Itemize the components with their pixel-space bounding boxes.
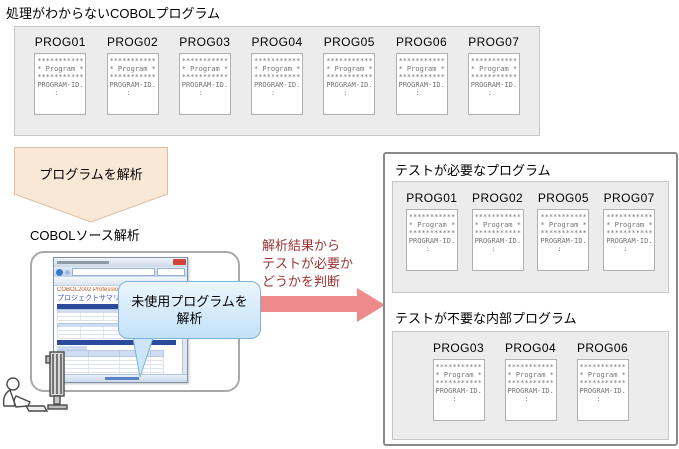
program-source-stub: ************ Program ************PROGRAM…	[537, 209, 590, 271]
judgement-arrow	[257, 286, 387, 329]
user-at-computer-icon	[0, 350, 70, 423]
program-source-stub: ************ Program ************PROGRAM…	[467, 53, 520, 115]
program-source-stub: ************ Program ************PROGRAM…	[603, 209, 656, 271]
program-card: PROG02 ************ Program ************P…	[106, 35, 160, 115]
program-card: PROG01 ************ Program ************P…	[33, 35, 87, 115]
tests-needed-title: テストが必要なプログラム	[395, 163, 551, 178]
program-source-stub: ************ Program ************PROGRAM…	[405, 209, 458, 271]
program-source-stub: ************ Program ************PROGRAM…	[323, 53, 376, 115]
program-source-stub: ************ Program ************PROGRAM…	[504, 359, 557, 421]
program-name: PROG03	[432, 341, 485, 355]
close-button[interactable]	[173, 259, 186, 265]
browser-status-bar	[54, 374, 187, 382]
program-name: PROG04	[251, 35, 303, 49]
mini-browser-window: COBOL2002 Professional Tool Kit プロジェクトサマ…	[53, 257, 188, 383]
program-source-stub: ************ Program ************PROGRAM…	[178, 53, 231, 115]
program-source-stub: ************ Program ************PROGRAM…	[471, 209, 524, 271]
program-source-stub: ************ Program ************PROGRAM…	[251, 53, 303, 115]
program-card: PROG02 ************ Program ************P…	[471, 191, 525, 271]
program-card: PROG04 ************ Program ************P…	[504, 341, 558, 421]
program-source-stub: ************ Program ************PROGRAM…	[432, 359, 485, 421]
section-header-bar	[57, 340, 177, 345]
status-text-stub	[104, 377, 139, 380]
program-card: PROG04 ************ Program ************P…	[250, 35, 304, 115]
search-box[interactable]	[157, 268, 185, 276]
analyze-step-label: プログラムを解析	[39, 167, 143, 182]
browser-title-bar	[54, 258, 187, 267]
program-card: PROG07 ************ Program ************P…	[602, 191, 656, 271]
judgement-line-3: どうかを判断	[262, 274, 341, 289]
section-header-bar	[57, 304, 177, 309]
forward-button[interactable]	[65, 269, 70, 275]
program-name: PROG07	[468, 35, 520, 49]
program-name: PROG02	[472, 191, 524, 205]
program-name: PROG01	[34, 35, 86, 49]
program-source-stub: ************ Program ************PROGRAM…	[576, 359, 629, 421]
tests-not-needed-panel: PROG03 ************ Program ************P…	[392, 331, 669, 440]
program-name: PROG02	[106, 35, 159, 49]
judgement-text: 解析結果から テストが必要か どうかを判断	[262, 237, 380, 291]
program-name: PROG06	[576, 341, 629, 355]
program-name: PROG06	[395, 35, 448, 49]
browser-nav-bar	[54, 267, 187, 277]
callout-tail	[126, 337, 160, 384]
program-name: PROG05	[323, 35, 375, 49]
program-name: PROG05	[537, 191, 589, 205]
program-source-stub: ************ Program ************PROGRAM…	[34, 53, 87, 115]
project-summary-heading: プロジェクトサマリ - 入出庫管理シ	[57, 295, 169, 302]
program-name: PROG01	[406, 191, 458, 205]
program-card: PROG03 ************ Program ************P…	[178, 35, 232, 115]
analysis-results-box: テストが必要なプログラム PROG01 ************ Program …	[383, 152, 678, 446]
source-analysis-label: COBOLソース解析	[30, 228, 140, 243]
down-chevron-shape	[14, 147, 168, 223]
back-button[interactable]	[56, 268, 63, 276]
program-source-stub: ************ Program ************PROGRAM…	[106, 53, 159, 115]
callout-line-1: 未使用プログラムを	[131, 294, 248, 309]
program-card: PROG05 ************ Program ************P…	[536, 191, 590, 271]
tests-not-needed-title: テストが不要な内部プログラム	[395, 311, 577, 326]
unused-program-callout: 未使用プログラムを 解析	[118, 281, 261, 339]
program-name: PROG03	[179, 35, 231, 49]
sub-link-stub	[57, 346, 87, 350]
tests-needed-panel: PROG01 ************ Program ************P…	[392, 181, 669, 293]
program-card: PROG07 ************ Program ************P…	[467, 35, 521, 115]
browser-title-text-stub	[57, 261, 109, 264]
address-bar[interactable]	[72, 268, 155, 276]
callout-line-2: 解析	[176, 311, 203, 326]
unknown-programs-panel: PROG01 ************ Program ************P…	[14, 26, 540, 136]
judgement-line-2: テストが必要か	[262, 256, 354, 271]
judgement-line-1: 解析結果から	[262, 238, 341, 253]
program-name: PROG07	[603, 191, 655, 205]
program-source-stub: ************ Program ************PROGRAM…	[395, 53, 448, 115]
unknown-programs-title: 処理がわからないCOBOLプログラム	[6, 6, 221, 21]
program-card: PROG01 ************ Program ************P…	[405, 191, 459, 271]
program-card: PROG06 ************ Program ************P…	[395, 35, 449, 115]
program-name: PROG04	[504, 341, 557, 355]
program-card: PROG06 ************ Program ************P…	[576, 341, 630, 421]
tool-kit-brand-text: COBOL2002 Professional Tool Kit	[57, 287, 148, 293]
analyze-step-arrow	[14, 147, 168, 223]
program-card: PROG03 ************ Program ************P…	[432, 341, 486, 421]
program-card: PROG05 ************ Program ************P…	[322, 35, 376, 115]
